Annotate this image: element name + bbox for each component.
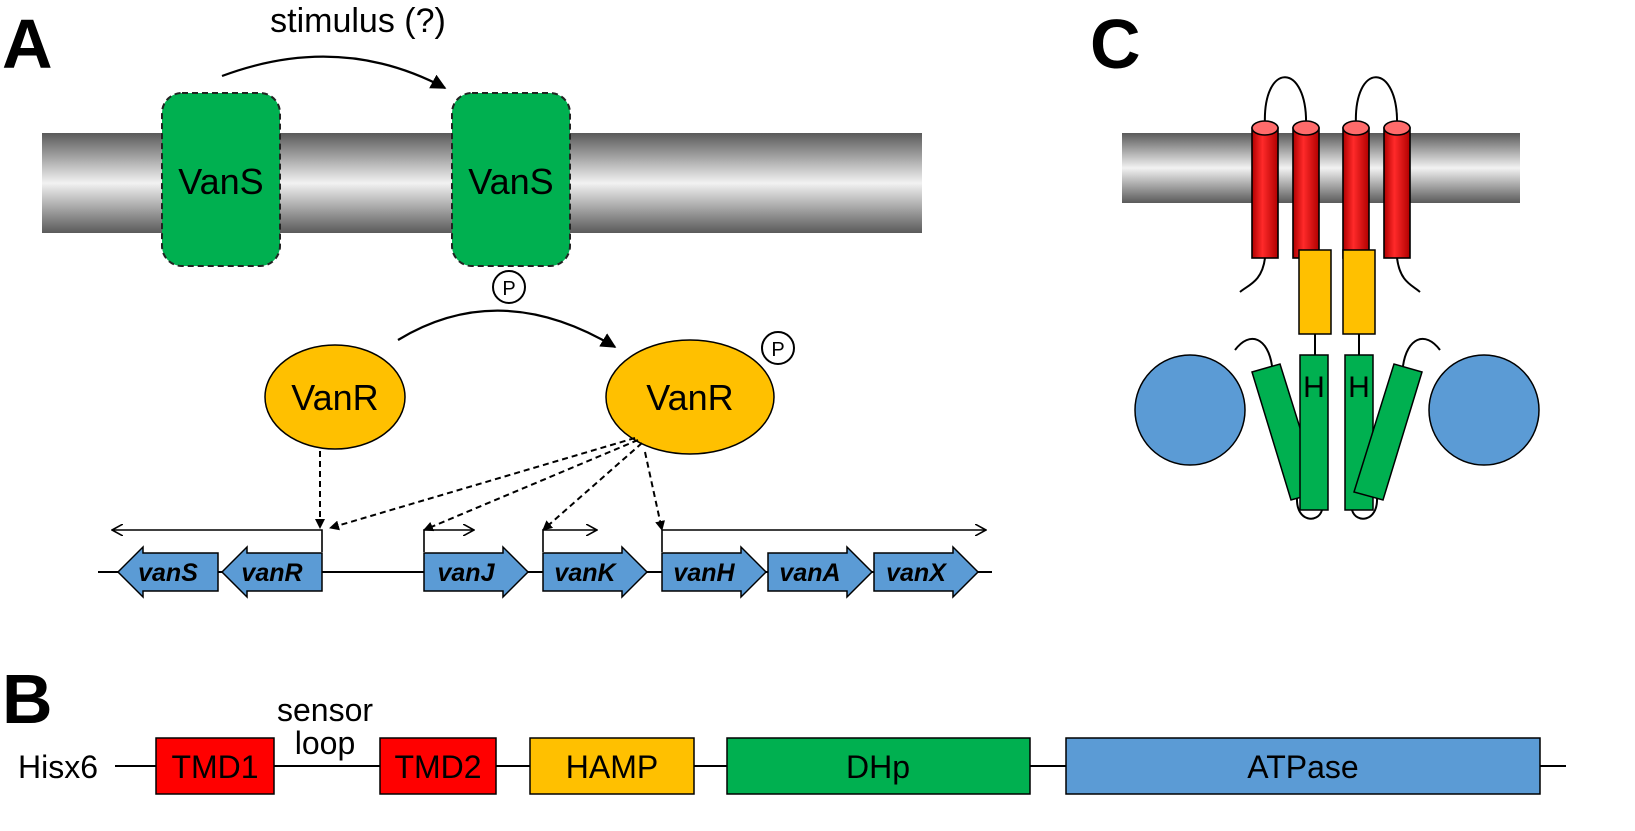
hamp-left [1298, 249, 1332, 335]
gene-vank-label: vanK [554, 559, 617, 587]
gene-vank [542, 545, 649, 599]
gene-vanh-label: vanH [673, 559, 735, 587]
domain-tmd2-label: TMD2 [394, 749, 481, 785]
transcript-vank [542, 530, 597, 552]
domain-hamp [529, 737, 695, 795]
atpase-right [1428, 354, 1540, 466]
tm-helix-2-top [1292, 120, 1320, 136]
domain-tmd1 [155, 737, 275, 795]
membrane-c [1122, 133, 1520, 203]
phosphate-vans-label: P [502, 278, 515, 300]
gene-vana [767, 545, 874, 599]
phosphate-vanr-label: P [771, 339, 784, 361]
tm-helix-4 [1383, 127, 1411, 259]
vanr-unphosphorylated [264, 344, 406, 450]
atpase-link-left [1234, 338, 1273, 367]
vans-inactive-label: VanS [178, 161, 263, 202]
periplasmic-loops [1263, 76, 1399, 127]
panel-a: A stimulus (?) VanS VanS P VanR VanR P [2, 2, 992, 599]
panel-c: C [1090, 5, 1540, 520]
reg-arrow-vank-promoter [542, 442, 643, 531]
domain-atpase [1065, 737, 1541, 795]
loop-left [1263, 76, 1308, 127]
sensor-loop-label-1: sensor [277, 692, 373, 728]
regulatory-arrows [315, 437, 665, 532]
domain-tmd1-label: TMD1 [171, 749, 258, 785]
reg-arrow-vanj-promoter [423, 439, 639, 532]
panel-a-letter: A [2, 5, 53, 83]
his-tag-label: Hisx6 [18, 749, 98, 785]
domain-dhp [726, 737, 1031, 795]
tm-helix-1 [1251, 127, 1279, 259]
histidine-right: H [1348, 371, 1370, 404]
gene-vanx [873, 545, 980, 599]
tm-helix-2 [1292, 127, 1320, 259]
panel-b: B Hisx6 sensor loop TMD1 TMD2 HAMP DHp A… [2, 660, 1566, 795]
vans-inactive [161, 92, 281, 267]
vanr-unphosphorylated-label: VanR [291, 377, 378, 418]
stimulus-arrow [221, 55, 447, 89]
panel-c-letter: C [1090, 5, 1141, 83]
domain-tmd2 [379, 737, 497, 795]
sensor-loop-label-2: loop [295, 725, 356, 761]
hamp-right [1342, 249, 1376, 335]
domain-hamp-label: HAMP [566, 749, 658, 785]
transcript-vanj [423, 530, 474, 552]
gene-vana-label: vanA [779, 559, 840, 587]
loop-right [1354, 76, 1399, 127]
atpase-links [1234, 338, 1441, 367]
panel-b-letter: B [2, 660, 53, 738]
tm-helix-3-top [1342, 120, 1370, 136]
domain-atpase-label: ATPase [1247, 749, 1358, 785]
tm-helix-3 [1342, 127, 1370, 259]
phosphate-vanr [761, 331, 795, 365]
vanr-phosphorylated-label: VanR [646, 377, 733, 418]
reg-arrow-vanr-promoter [329, 437, 636, 531]
hairpin-left [1295, 497, 1323, 520]
gene-vanh [661, 545, 768, 599]
tail-right-tm2 [1396, 257, 1421, 293]
domain-dhp-label: DHp [846, 749, 910, 785]
gene-vanj [423, 545, 530, 599]
vans-active [451, 92, 571, 267]
tm-helix-1-top [1251, 120, 1279, 136]
tm-helix-4-top [1383, 120, 1411, 136]
transcript-vanrs [112, 530, 323, 552]
dhp-helices [1251, 354, 1423, 511]
stimulus-label: stimulus (?) [270, 2, 446, 40]
gene-vanr-label: vanR [241, 559, 302, 587]
tail-left-tm1 [1239, 257, 1266, 293]
phosphotransfer-arrow [397, 309, 617, 348]
vans-active-label: VanS [468, 161, 553, 202]
gene-vanj-label: vanJ [438, 559, 496, 587]
gene-vanx-label: vanX [886, 559, 947, 587]
hairpin-right [1351, 497, 1379, 520]
transcripts [112, 530, 986, 552]
gene-vanr [220, 545, 323, 599]
atpase-link-right [1402, 338, 1441, 367]
transcript-vanhax [661, 530, 986, 552]
phosphate-vans [492, 270, 526, 304]
reg-arrow-vanh-promoter [644, 451, 665, 531]
gene-vans-label: vanS [138, 559, 198, 587]
histidine-left: H [1303, 371, 1325, 404]
dhp-helix-right-outer [1353, 363, 1423, 501]
vanr-phosphorylated [605, 339, 775, 455]
gene-vans [116, 545, 219, 599]
atpase-left [1134, 354, 1246, 466]
dhp-hairpin-loops [1295, 497, 1379, 520]
tm-helices [1251, 120, 1411, 259]
dhp-helix-left-inner [1299, 354, 1329, 511]
